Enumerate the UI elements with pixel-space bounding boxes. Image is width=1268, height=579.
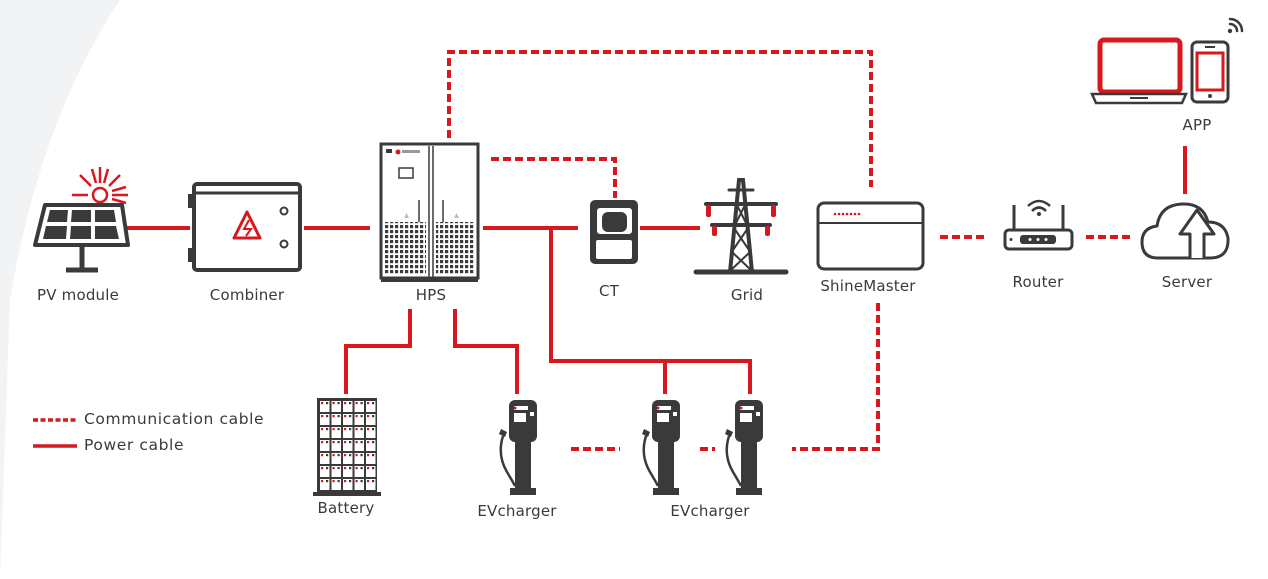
ev-charger-icon [725,400,763,495]
grid-label: Grid [730,286,764,304]
combiner-label: Combiner [209,286,285,304]
ev-charger-icon [642,400,680,495]
legend-communication-label: Communication cable [84,410,265,428]
pv-module-label: PV module [36,286,120,304]
hps-label: HPS [415,286,447,304]
shinemaster-label: ShineMaster [820,277,916,295]
power-cable-hps-evcharger [453,309,519,394]
combiner-box-icon [188,182,302,272]
laptop-phone-icon [1090,37,1230,105]
datalogger-icon [816,201,925,271]
router-label: Router [1012,273,1064,291]
server-label: Server [1161,273,1213,291]
ev-charger-icon [499,400,537,495]
transmission-tower-icon [693,178,789,275]
router-icon [1003,199,1074,251]
power-cables [126,146,1187,394]
current-transformer-icon [590,200,638,264]
comm-cable-shinemaster-evcharger [792,303,880,451]
legend-swatches [33,418,77,448]
power-cable-hps-battery [344,309,412,394]
power-cable-hps-evcharger-group [549,228,752,394]
solar-panel-icon [33,167,130,273]
comm-cable-hps-ct [491,157,617,198]
legend-power-label: Power cable [84,436,185,454]
wifi-signal-icon [1227,17,1244,34]
battery-label: Battery [317,499,375,517]
communication-cables [447,50,1130,451]
ct-label: CT [598,282,620,300]
evcharger-group-label: EVcharger [670,502,750,520]
grid-insulators [706,205,776,236]
app-label: APP [1182,116,1212,134]
battery-rack-icon [313,398,381,496]
hps-cabinet-icon [379,142,480,282]
cloud-upload-icon [1140,202,1230,260]
evcharger-label: EVcharger [477,502,557,520]
comm-cable-hps-shinemaster [447,50,873,187]
